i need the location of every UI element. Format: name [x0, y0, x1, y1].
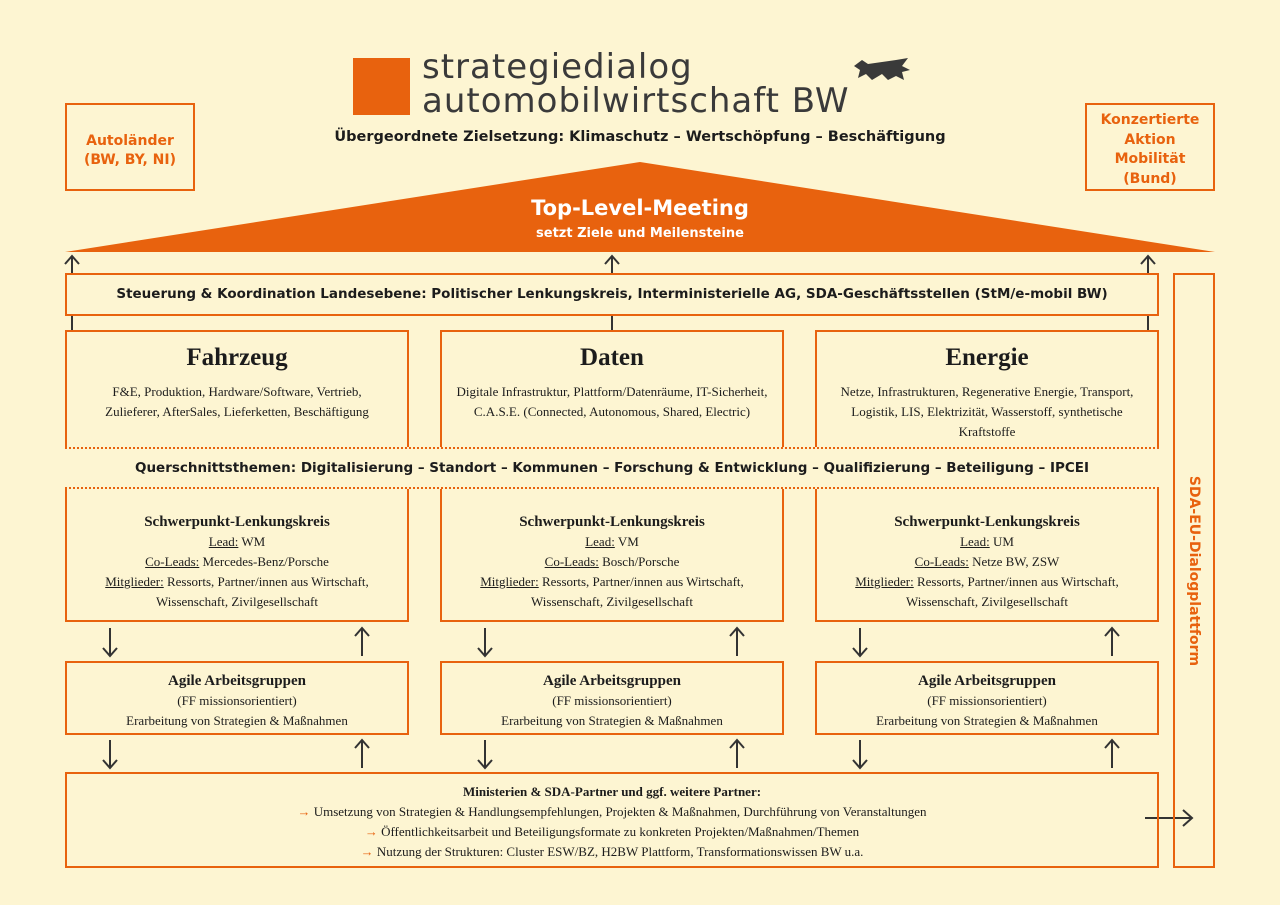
arrow-down-icon [477, 740, 493, 770]
autolaender-states: (BW, BY, NI) [83, 152, 177, 168]
agile-groups-box: Agile Arbeitsgruppen (FF missionsorienti… [815, 661, 1159, 735]
roof-subtitle: setzt Ziele und Meilensteine [536, 226, 744, 241]
colead-value: Mercedes-Benz/Porsche [202, 554, 329, 569]
column-desc: Zulieferer, AfterSales, Lieferketten, Be… [105, 404, 369, 419]
members-value: Wissenschaft, Zivilgesellschaft [156, 594, 318, 609]
column-title: Daten [580, 344, 644, 371]
agile-groups-box: Agile Arbeitsgruppen (FF missionsorienti… [440, 661, 784, 735]
lead-value: VM [617, 534, 639, 549]
arrow-up-icon [1104, 626, 1120, 656]
agile-sub: (FF missionsorientiert) [927, 693, 1047, 708]
lead-label: Lead: [585, 534, 615, 549]
arrow-up-icon [729, 738, 745, 768]
bottom-box: Ministerien & SDA-Partner und ggf. weite… [65, 772, 1159, 868]
steering-box: Steuerung & Koordination Landesebene: Po… [65, 273, 1159, 316]
arrow-icon: → [360, 844, 374, 859]
arrow-up-icon [729, 626, 745, 656]
ka-line1: Konzertierte [1100, 112, 1200, 128]
steering-circle-title: Schwerpunkt-Lenkungskreis [894, 514, 1080, 530]
agile-desc: Erarbeitung von Strategien & Maßnahmen [126, 713, 348, 728]
members-value: Ressorts, Partner/innen aus Wirtschaft, [916, 574, 1119, 589]
subtitle: Übergeordnete Zielsetzung: Klimaschutz –… [334, 129, 946, 145]
agile-title: Agile Arbeitsgruppen [918, 673, 1056, 689]
arrow-down-icon [102, 740, 118, 770]
colead-value: Netze BW, ZSW [972, 554, 1060, 569]
arrow-icon: → [297, 804, 311, 819]
arrow-down-icon [852, 740, 868, 770]
steering-circle-title: Schwerpunkt-Lenkungskreis [144, 514, 330, 530]
arrow-down-icon [102, 628, 118, 658]
ka-line4: (Bund) [1123, 170, 1177, 187]
eu-platform-label: SDA-EU-Dialogplattform [1186, 475, 1202, 666]
autolaender-box: Autoländer (BW, BY, NI) [65, 103, 195, 191]
agile-title: Agile Arbeitsgruppen [543, 673, 681, 689]
logo-square [353, 58, 410, 115]
colead-label: Co-Leads: [145, 554, 200, 569]
colead-label: Co-Leads: [914, 554, 969, 569]
cross-topics-band: Querschnittsthemen: Digitalisierung – St… [65, 447, 1159, 489]
arrow-up-icon [354, 626, 370, 656]
column-desc: C.A.S.E. (Connected, Autonomous, Shared,… [473, 404, 751, 419]
column-box: Energie Netze, Infrastrukturen, Regenera… [815, 330, 1159, 622]
members-label: Mitglieder: [855, 574, 914, 589]
roof-triangle [65, 162, 1215, 252]
eu-platform-box: SDA-EU-Dialogplattform [1173, 273, 1215, 868]
lead-label: Lead: [208, 534, 239, 549]
colead-label: Co-Leads: [544, 554, 599, 569]
bottom-item: → Öffentlichkeitsarbeit und Beteiligungs… [364, 824, 860, 839]
arrow-down-icon [852, 628, 868, 658]
lead-value: UM [992, 534, 1014, 549]
steering-circle-title: Schwerpunkt-Lenkungskreis [519, 514, 705, 530]
arrows [64, 254, 1194, 827]
members-value: Ressorts, Partner/innen aus Wirtschaft, [541, 574, 744, 589]
members-label: Mitglieder: [105, 574, 164, 589]
agile-sub: (FF missionsorientiert) [552, 693, 672, 708]
ka-line3: Mobilität [1114, 151, 1186, 167]
agile-desc: Erarbeitung von Strategien & Maßnahmen [501, 713, 723, 728]
agile-title: Agile Arbeitsgruppen [168, 673, 306, 689]
lead-value: WM [241, 534, 266, 549]
agile-groups-box: Agile Arbeitsgruppen (FF missionsorienti… [65, 661, 409, 735]
column-desc: Digitale Infrastruktur, Plattform/Datenr… [456, 384, 768, 399]
members-value: Wissenschaft, Zivilgesellschaft [531, 594, 693, 609]
lion-icon [854, 58, 910, 80]
lead-label: Lead: [960, 534, 990, 549]
arrow-down-icon [477, 628, 493, 658]
ka-line2: Aktion [1124, 131, 1176, 148]
autolaender-label: Autoländer [86, 133, 174, 149]
arrow-icon: → [364, 824, 378, 839]
konzertierte-aktion-box: Konzertierte Aktion Mobilität (Bund) [1085, 103, 1215, 191]
members-value: Ressorts, Partner/innen aus Wirtschaft, [166, 574, 369, 589]
bottom-item: → Umsetzung von Strategien & Handlungsem… [297, 804, 927, 819]
members-label: Mitglieder: [480, 574, 539, 589]
column-desc: Logistik, LIS, Elektrizität, Wasserstoff… [851, 404, 1123, 439]
agile-sub: (FF missionsorientiert) [177, 693, 297, 708]
members-value: Wissenschaft, Zivilgesellschaft [906, 594, 1068, 609]
logo-line1: strategiedialog [422, 47, 693, 87]
agile-desc: Erarbeitung von Strategien & Maßnahmen [876, 713, 1098, 728]
bottom-title: Ministerien & SDA-Partner und ggf. weite… [462, 784, 762, 799]
logo-line2: automobilwirtschaft BW [422, 81, 850, 121]
colead-value: Bosch/Porsche [602, 554, 680, 569]
column-title: Fahrzeug [186, 344, 288, 371]
arrow-up-icon [1104, 738, 1120, 768]
column-desc: F&E, Produktion, Hardware/Software, Vert… [112, 384, 362, 399]
column-title: Energie [945, 344, 1029, 371]
bottom-item: → Nutzung der Strukturen: Cluster ESW/BZ… [360, 844, 864, 859]
arrow-up-icon [354, 738, 370, 768]
arrow-right-icon [1145, 809, 1194, 827]
column-desc: Netze, Infrastrukturen, Regenerative Ene… [840, 384, 1134, 399]
column-box: Fahrzeug F&E, Produktion, Hardware/Softw… [65, 330, 409, 622]
roof-title: Top-Level-Meeting [531, 196, 749, 220]
